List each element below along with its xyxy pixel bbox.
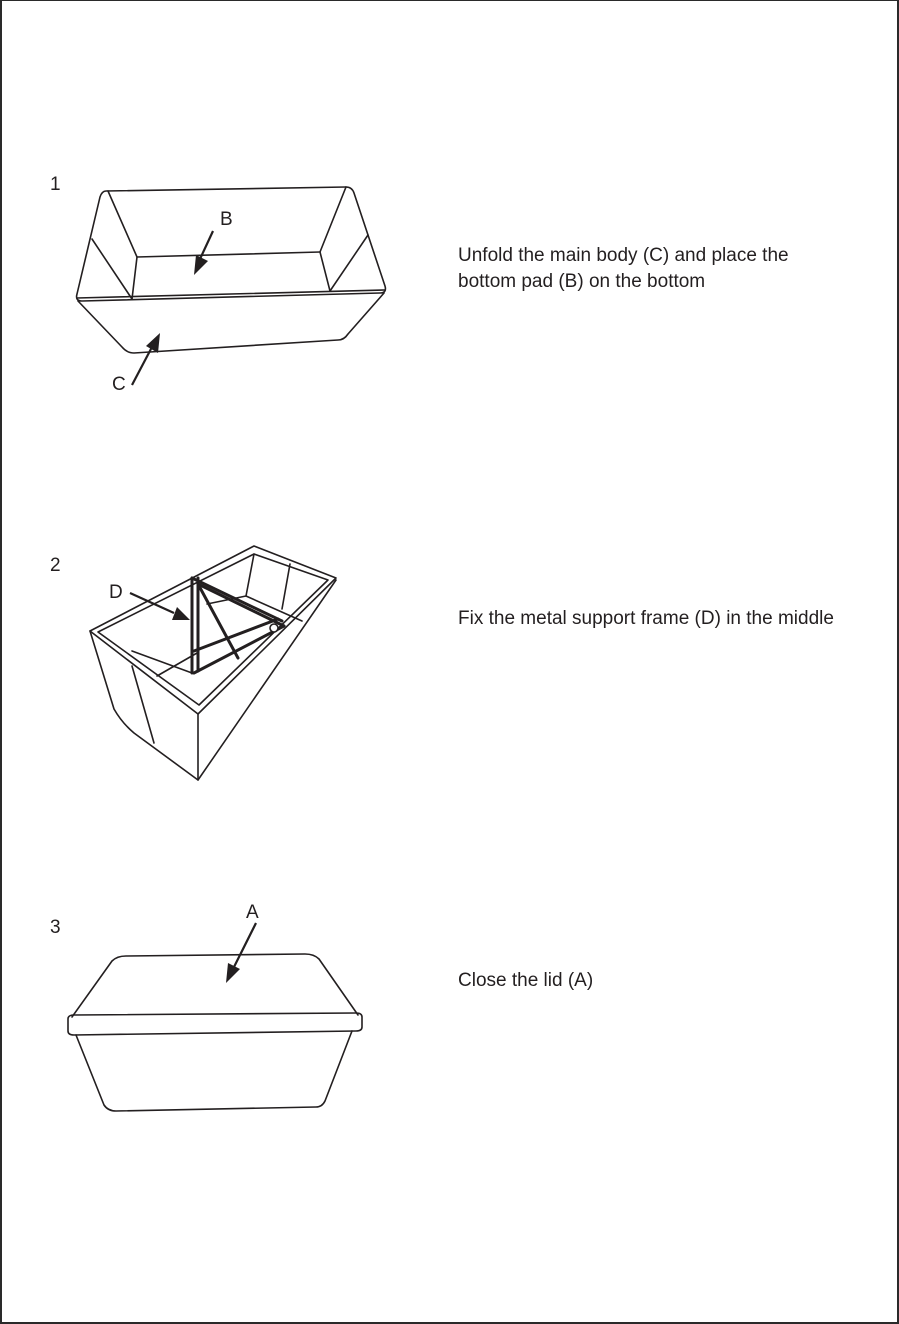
step-3-instruction: Close the lid (A) — [458, 968, 858, 994]
arrow-to-lid — [2, 1, 422, 1181]
label-a: A — [246, 902, 259, 924]
step-3: 3 A Close the lid (A) — [2, 1, 897, 1201]
